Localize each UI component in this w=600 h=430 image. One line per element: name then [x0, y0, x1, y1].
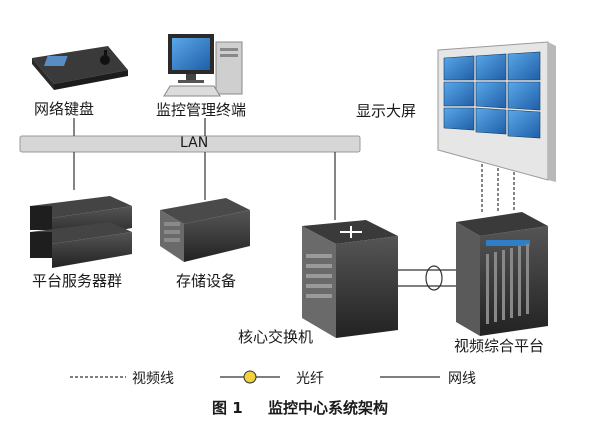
network-connectors: [73, 118, 336, 220]
storage-device-label: 存储设备: [176, 272, 237, 290]
lan-bus: [19, 135, 361, 153]
legend-fiber-label: 光纤: [296, 371, 324, 387]
network-keyboard-label: 网络键盘: [34, 100, 95, 118]
figure-number: 图 1: [212, 399, 243, 417]
video-platform-label: 视频综合平台: [454, 337, 545, 355]
legend-fiber-swatch: [220, 370, 280, 384]
lan-label: LAN: [180, 135, 209, 151]
display-wall-icon: [437, 41, 556, 182]
monitoring-terminal-icon: [163, 34, 243, 97]
core-switch-label: 核心交换机: [238, 328, 314, 346]
display-wall-label: 显示大屏: [356, 102, 417, 120]
storage-device-icon: [160, 198, 250, 262]
monitoring-terminal-label: 监控管理终端: [156, 101, 247, 119]
video-platform-icon: [456, 212, 548, 336]
legend-network-line-label: 网线: [448, 371, 476, 387]
video-lines: [481, 164, 515, 212]
legend-video-line-label: 视频线: [132, 371, 174, 387]
server-group-icon: [30, 196, 132, 268]
network-keyboard-icon: [32, 46, 128, 90]
server-group-label: 平台服务器群: [32, 272, 123, 290]
figure-title: 监控中心系统架构: [267, 399, 388, 417]
core-switch-icon: [302, 220, 398, 338]
figure-caption: 图 1 监控中心系统架构: [0, 397, 600, 418]
